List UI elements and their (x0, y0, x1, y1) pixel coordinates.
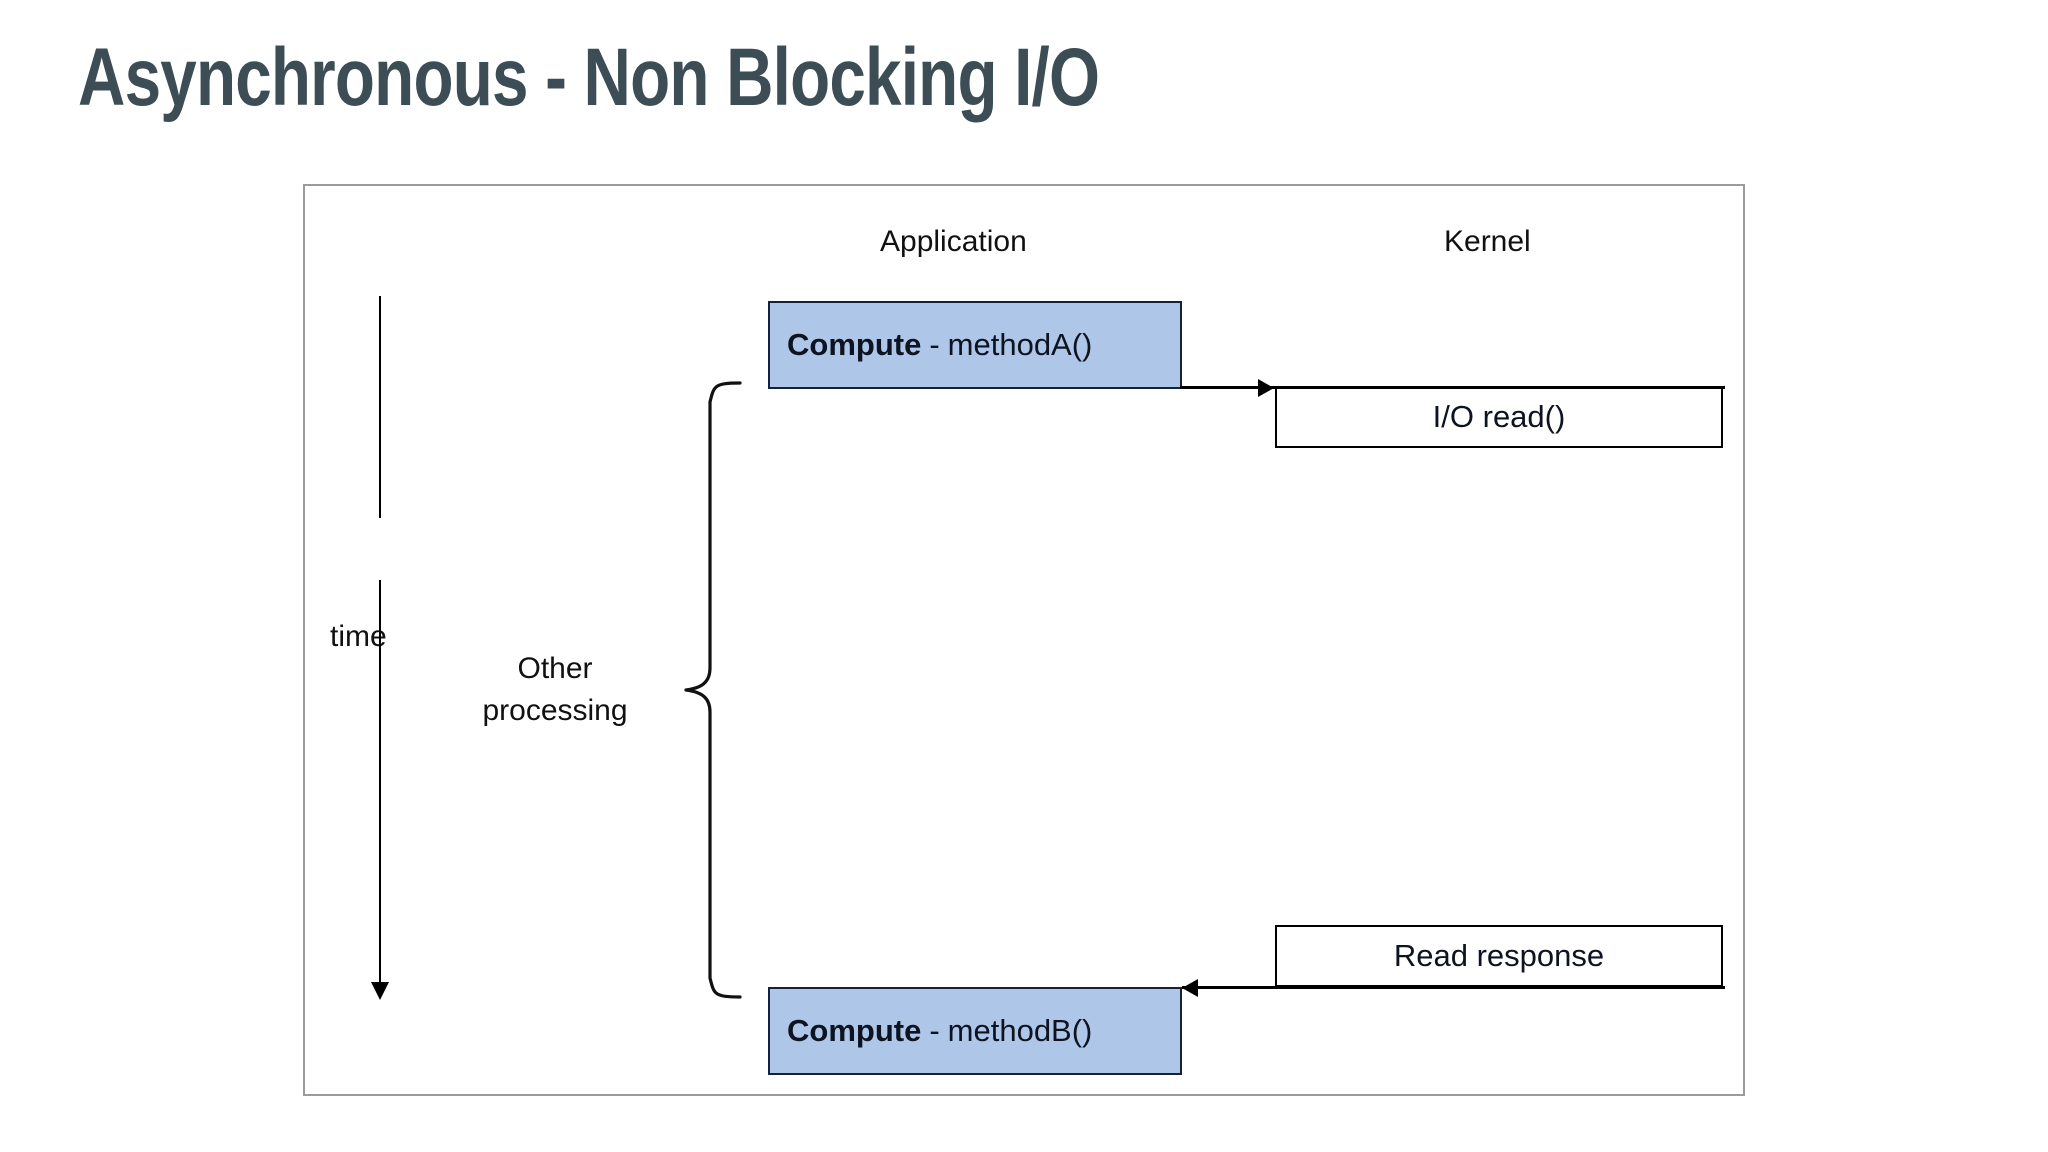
read-response-box[interactable]: Read response (1275, 925, 1723, 987)
compute-b-keyword: Compute (787, 1013, 922, 1048)
read-response-label: Read response (1393, 938, 1605, 973)
other-processing-brace-icon (684, 381, 742, 999)
page-title: Asynchronous - Non Blocking I/O (78, 32, 1100, 123)
time-axis-label: time (330, 620, 387, 653)
io-read-label: I/O read() (1432, 399, 1566, 434)
other-processing-label: Other processing (455, 648, 655, 732)
compute-b-method: methodB() (947, 1013, 1093, 1048)
time-axis-arrowhead-icon (371, 982, 389, 1000)
time-axis-line-upper (379, 296, 381, 518)
compute-a-keyword: Compute (787, 327, 922, 362)
io-read-box[interactable]: I/O read() (1275, 386, 1723, 448)
column-heading-application: Application (880, 225, 1027, 258)
compute-b-separator: - (929, 1013, 940, 1048)
response-arrowhead-icon (1182, 979, 1198, 997)
other-processing-label-line2: processing (482, 694, 628, 727)
compute-a-method: methodA() (947, 327, 1093, 362)
column-heading-kernel: Kernel (1444, 225, 1531, 258)
compute-method-b-box[interactable]: Compute - methodB() (768, 987, 1182, 1075)
other-processing-label-line1: Other (517, 652, 593, 685)
time-axis-line-lower (379, 580, 381, 988)
request-connector-line (1180, 386, 1725, 389)
compute-a-separator: - (929, 327, 940, 362)
request-arrowhead-icon (1258, 379, 1274, 397)
compute-method-a-box[interactable]: Compute - methodA() (768, 301, 1182, 389)
response-connector-line (1182, 986, 1725, 989)
